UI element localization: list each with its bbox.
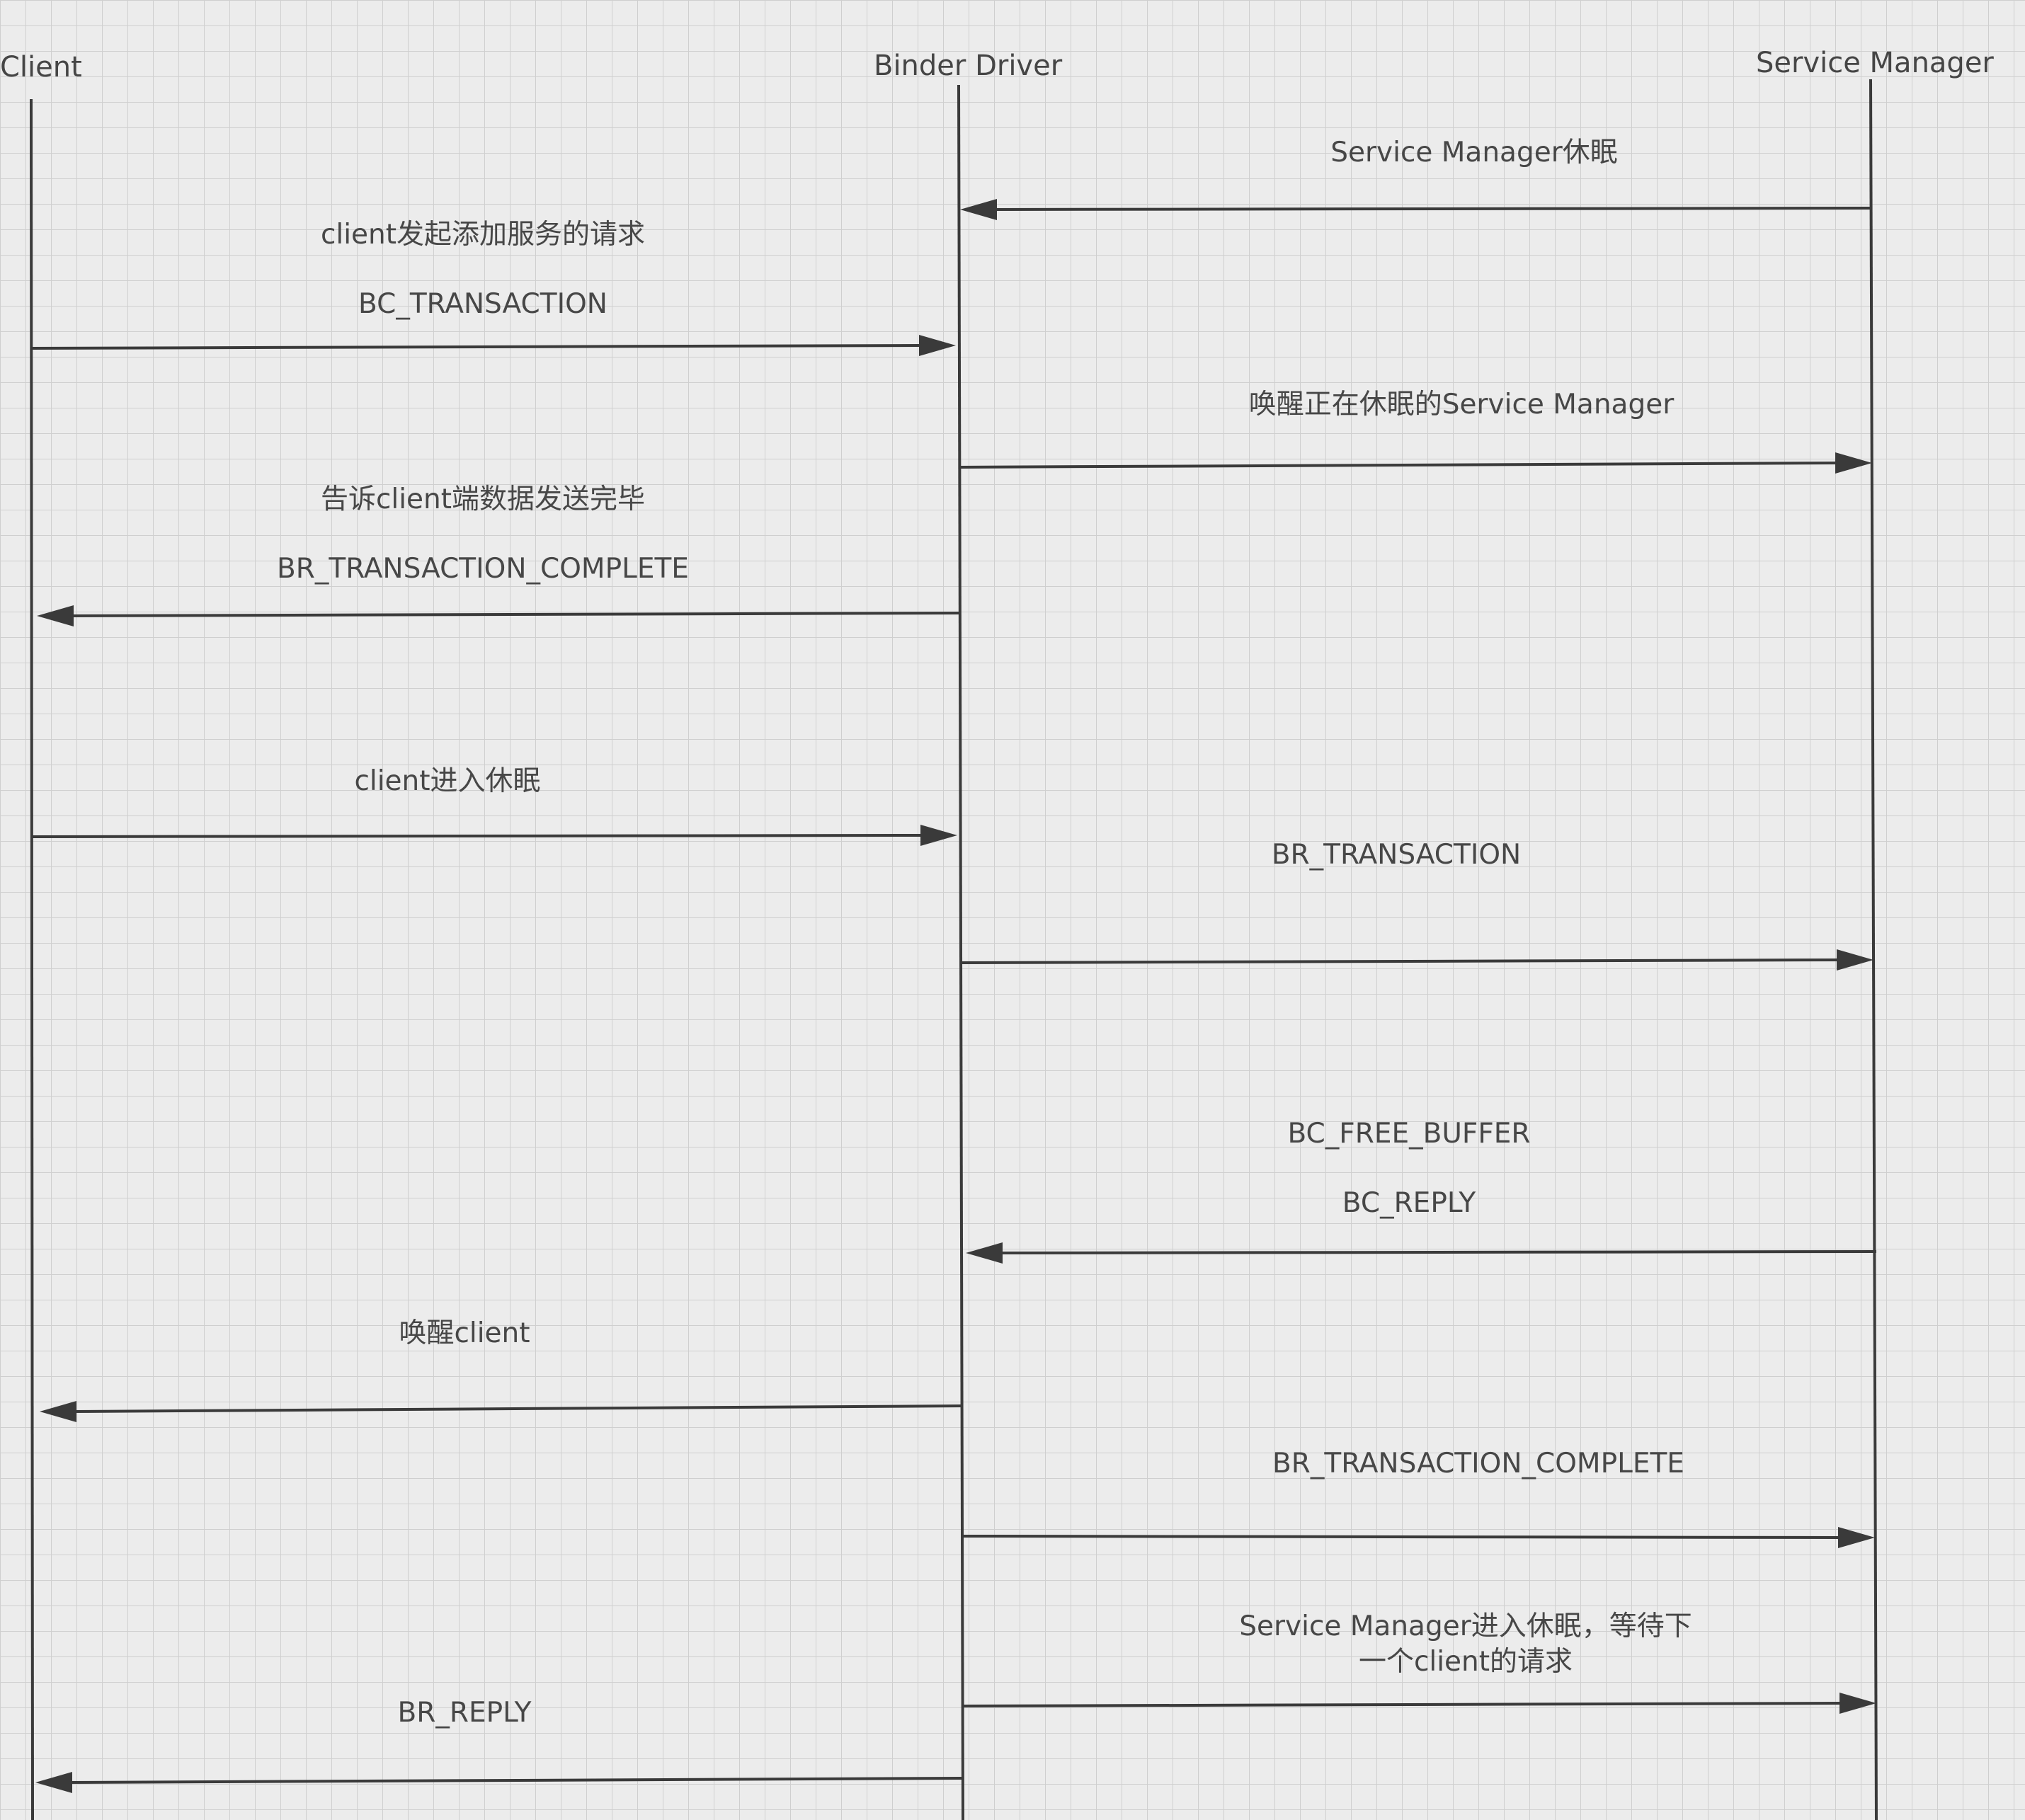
message-arrow-line: [999, 1250, 1877, 1254]
arrowhead-left: [37, 605, 74, 626]
arrowhead-right: [920, 825, 957, 846]
message-sm-sleep-wait: Service Manager进入休眠，等待下 一个client的请求: [962, 1610, 1876, 1714]
arrowhead-left: [35, 1772, 72, 1793]
arrowhead-right: [1838, 1527, 1875, 1548]
message-label: BR_TRANSACTION_COMPLETE: [277, 553, 689, 585]
arrowhead-left: [966, 1242, 1003, 1264]
message-label: BR_TRANSACTION: [1272, 839, 1521, 871]
message-label: 一个client的请求: [1359, 1646, 1573, 1678]
message-arrow-line: [959, 462, 1837, 469]
message-client-add-service: client发起添加服务的请求 BC_TRANSACTION: [32, 219, 956, 356]
arrowhead-right: [1837, 949, 1873, 971]
service-manager-lifeline: [1869, 79, 1878, 1820]
message-label: BC_FREE_BUFFER: [1287, 1118, 1530, 1150]
message-br-transaction: BR_TRANSACTION: [961, 839, 1873, 971]
message-label: client进入休眠: [354, 765, 540, 797]
message-tell-client-complete: 告诉client端数据发送完毕 BR_TRANSACTION_COMPLETE: [37, 483, 961, 626]
client-lifeline: [30, 98, 34, 1820]
message-arrow-line: [70, 1404, 964, 1413]
message-wake-sm: 唤醒正在休眠的Service Manager: [959, 389, 1872, 474]
binder-driver-lifeline: [957, 84, 964, 1820]
arrowhead-right: [919, 335, 956, 356]
message-label: BC_TRANSACTION: [358, 288, 608, 320]
message-arrow-line: [991, 207, 1871, 211]
participant-client: Client: [0, 51, 82, 84]
participant-service-manager: Service Manager: [1756, 47, 1994, 79]
arrowhead-left: [40, 1401, 76, 1422]
arrowhead-right: [1839, 1693, 1876, 1714]
message-sm-sleep: Service Manager休眠: [960, 137, 1871, 220]
message-wake-client: 唤醒client: [40, 1317, 964, 1422]
message-label: Service Manager进入休眠，等待下: [1239, 1610, 1692, 1642]
message-arrow-line: [962, 1702, 1843, 1707]
message-client-sleep: client进入休眠: [32, 765, 957, 846]
message-arrow-line: [961, 958, 1840, 964]
message-arrow-line: [32, 834, 921, 838]
message-arrow-line: [66, 1777, 964, 1784]
message-label: 告诉client端数据发送完毕: [321, 483, 645, 515]
message-label: 唤醒正在休眠的Service Manager: [1249, 389, 1675, 420]
message-br-transaction-complete-sm: BR_TRANSACTION_COMPLETE: [962, 1448, 1875, 1548]
message-label: 唤醒client: [399, 1317, 530, 1349]
arrowhead-right: [1835, 452, 1872, 474]
message-arrow-line: [962, 1535, 1842, 1539]
message-br-reply: BR_REPLY: [35, 1697, 964, 1793]
message-label: client发起添加服务的请求: [321, 219, 645, 251]
participant-binder-driver: Binder Driver: [874, 50, 1063, 82]
message-label: BR_REPLY: [398, 1697, 532, 1729]
arrowhead-left: [960, 199, 997, 220]
message-arrow-line: [32, 344, 921, 350]
message-label: BC_REPLY: [1342, 1187, 1476, 1219]
message-arrow-line: [64, 612, 961, 617]
message-label: Service Manager休眠: [1330, 137, 1617, 168]
message-bc-free-buffer-reply: BC_FREE_BUFFER BC_REPLY: [966, 1118, 1877, 1264]
message-label: BR_TRANSACTION_COMPLETE: [1272, 1448, 1684, 1480]
